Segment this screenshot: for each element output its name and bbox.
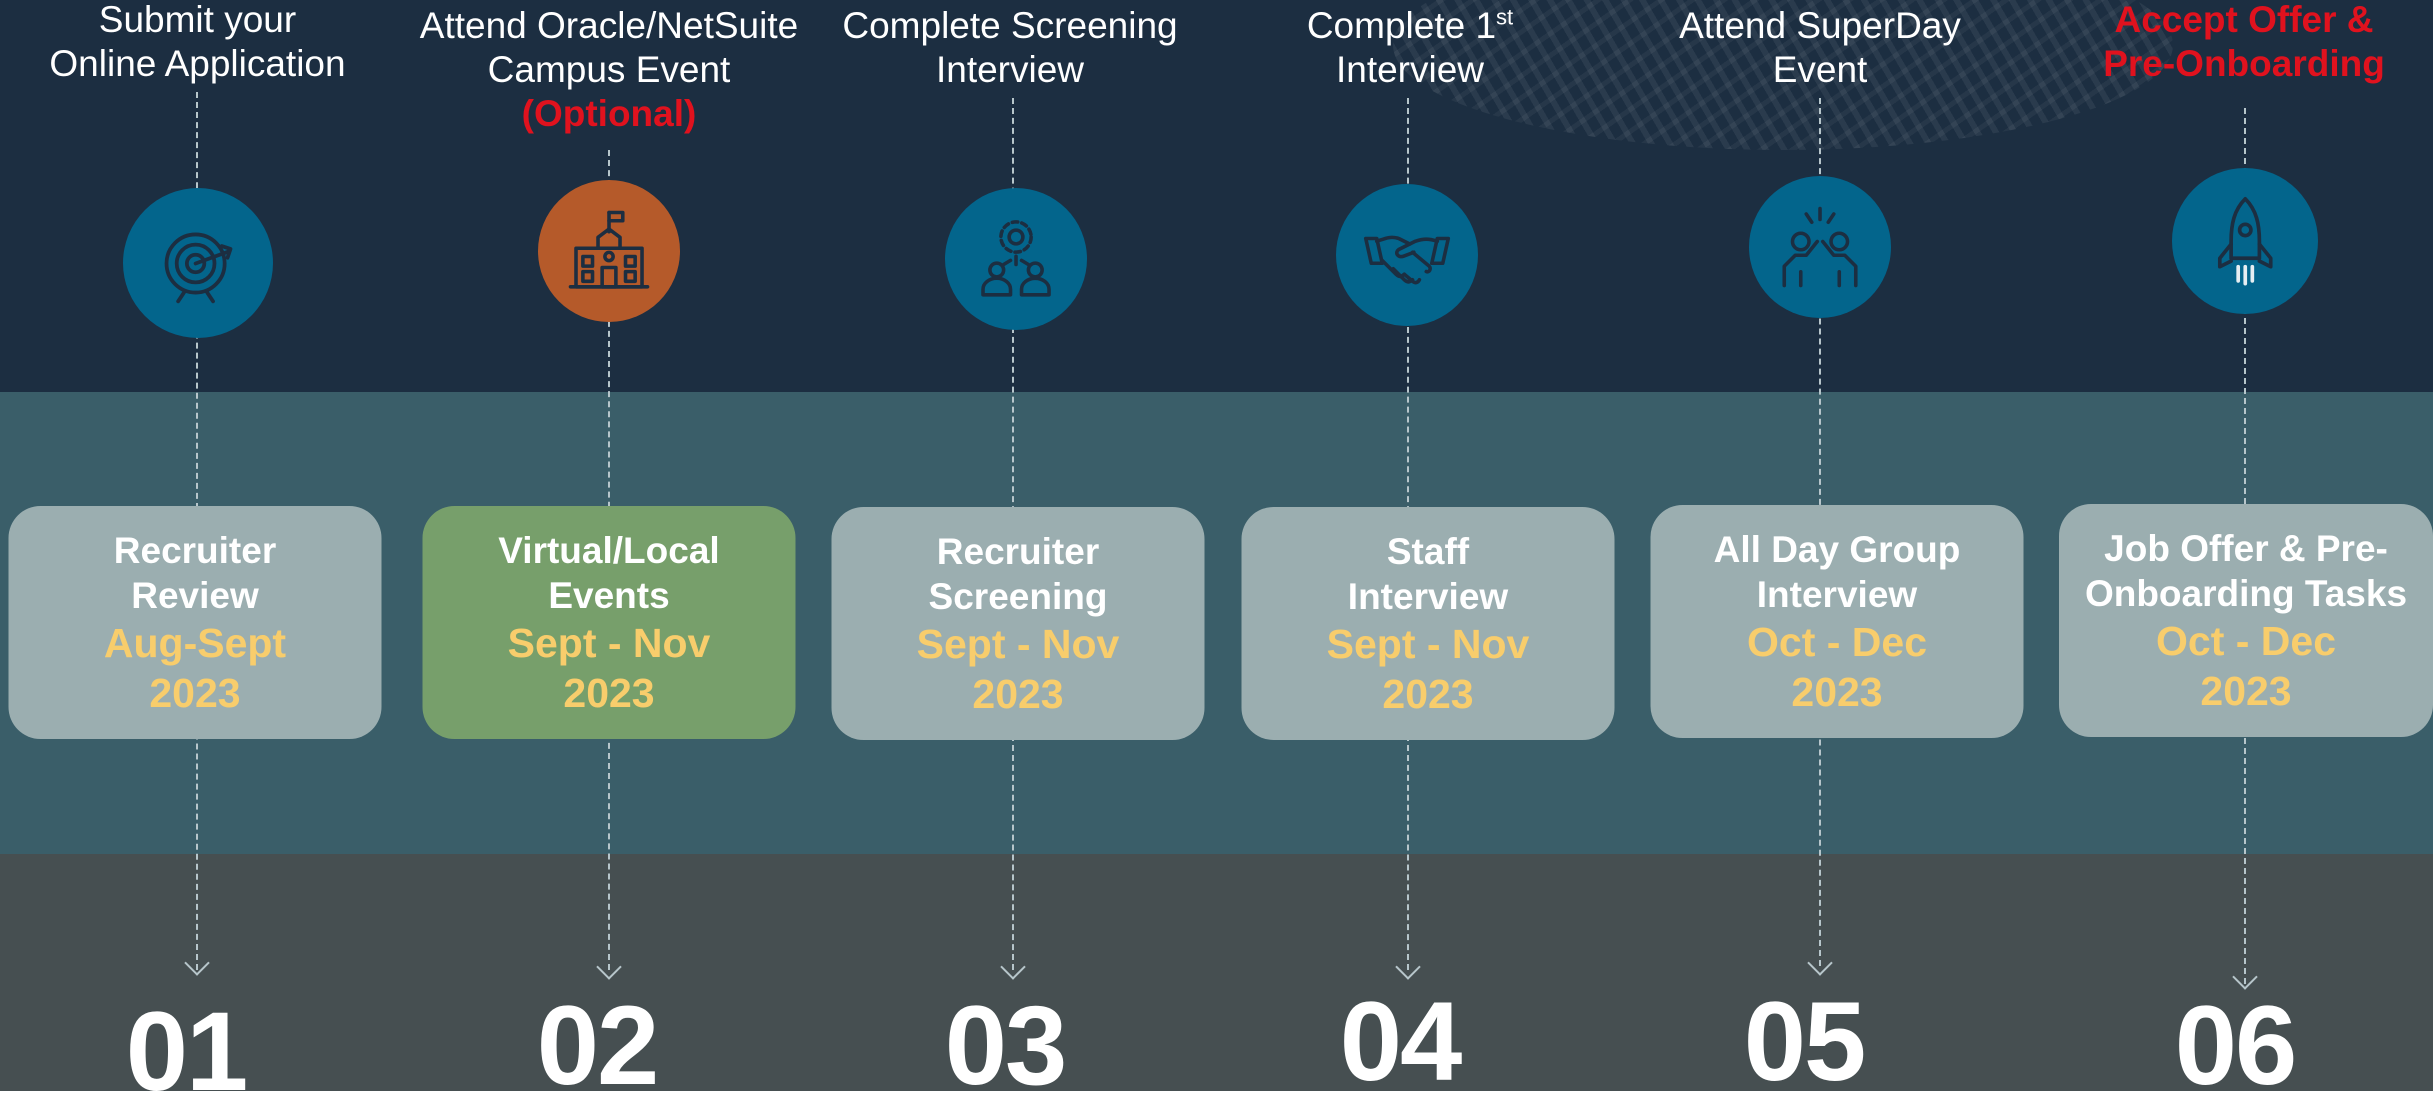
step-number: 02 [536,983,660,1108]
step-card: Staff Interview Sept - Nov 2023 [1241,507,1615,740]
step-title-line: Interview [1335,49,1485,90]
card-date: Sept - Nov 2023 [1326,620,1530,717]
arrow-head [1000,954,1026,980]
step-circle [1749,176,1891,318]
step-title: Attend SuperDay Event [1610,4,2030,92]
step-card: Virtual/Local Events Sept - Nov 2023 [422,506,796,739]
step-card: Recruiter Screening Sept - Nov 2023 [831,507,1205,740]
step-title-line: Attend SuperDay [1679,5,1961,46]
middle-band [0,392,2433,854]
card-title: Job Offer & Pre- Onboarding Tasks [2084,527,2408,614]
step-title-line: Pre-Onboarding [2103,43,2385,84]
campus-building-icon [568,210,650,289]
step-04: Complete 1st Interview Staff Interview S… [1210,0,1615,1098]
card-date: Oct - Dec 2023 [2156,617,2336,714]
step-number: 03 [944,983,1068,1108]
arrow-head [184,950,210,976]
ordinal-suffix: st [1496,4,1514,30]
step-title-line: Interview [935,49,1085,90]
step-number: 04 [1339,979,1463,1104]
step-number: 01 [125,989,249,1114]
card-date: Sept - Nov 2023 [916,620,1120,717]
step-title-line: Online Application [49,43,346,84]
step-circle [945,188,1087,330]
card-title: Recruiter Review [113,529,277,616]
step-title-line: Campus Event [487,49,731,90]
step-card: Job Offer & Pre- Onboarding Tasks Oct - … [2059,504,2433,737]
card-date: Oct - Dec 2023 [1747,618,1927,715]
card-title: All Day Group Interview [1713,528,1961,615]
top-band [0,0,2433,392]
step-circle [538,180,680,322]
step-circle [1336,184,1478,326]
step-title-line: Attend Oracle/NetSuite [419,5,799,46]
step-number: 06 [2174,983,2298,1108]
high-five-icon [1782,206,1858,288]
step-title: Attend Oracle/NetSuite Campus Event (Opt… [399,4,819,136]
arrow-head [596,954,622,980]
step-circle [2172,168,2318,314]
step-title-line: Complete 1st [1200,4,1620,48]
step-title-line: Complete Screening [842,5,1178,46]
title-text: Complete 1 [1306,5,1497,46]
step-02: Attend Oracle/NetSuite Campus Event (Opt… [409,0,809,1102]
bottom-band [0,854,2433,1091]
step-title: Submit your Online Application [0,0,408,86]
rocket-icon [2217,196,2273,286]
step-05: Attend SuperDay Event All Day Group Inte… [1620,0,2024,1098]
card-date: Sept - Nov 2023 [507,619,711,716]
card-title: Virtual/Local Events [498,529,720,616]
card-title: Staff Interview [1347,530,1509,617]
step-card: Recruiter Review Aug-Sept 2023 [8,506,382,739]
optional-label: (Optional) [521,93,697,134]
step-03: Complete Screening Interview Recruiter S… [810,0,1210,1102]
step-title: Complete Screening Interview [800,4,1220,92]
gear-team-icon [981,220,1051,297]
step-title-line: Submit your [98,0,297,40]
card-title: Recruiter Screening [928,530,1108,617]
step-title-line: Accept Offer & [2114,0,2374,40]
step-number: 05 [1743,979,1867,1104]
step-title-line: Event [1772,49,1868,90]
card-date: Aug-Sept 2023 [103,619,287,716]
step-06: Accept Offer & Pre-Onboarding Job Offer … [2030,0,2433,1102]
step-title: Accept Offer & Pre-Onboarding [2034,0,2433,86]
handshake-icon [1363,235,1451,285]
step-title: Complete 1st Interview [1200,4,1620,92]
arrow-head [1807,950,1833,976]
step-card: All Day Group Interview Oct - Dec 2023 [1650,505,2024,738]
target-icon [164,232,232,303]
arrow-head [1395,954,1421,980]
step-circle [123,188,273,338]
step-01: Submit your Online Application Recruiter… [0,0,395,1108]
